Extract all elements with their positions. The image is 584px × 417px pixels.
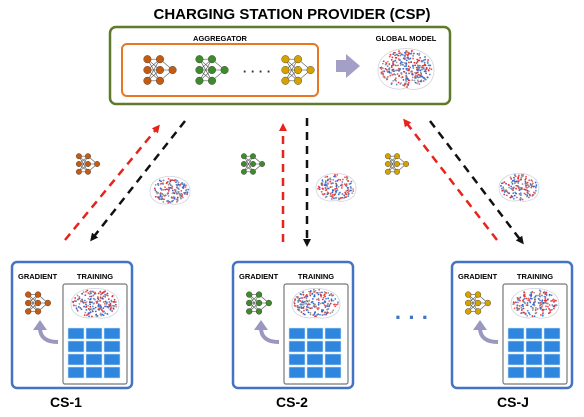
cs-j-training-label: TRAINING <box>517 272 553 281</box>
cs-2-process-arrow-icon <box>259 327 280 344</box>
cs-j-download-arrow <box>429 120 524 245</box>
cs-j-gradient-network-icon <box>465 291 491 315</box>
transmitted-model-icons <box>75 153 540 205</box>
cs-j-station: GRADIENT TRAINING <box>450 260 574 390</box>
cs-j-process-arrowhead-icon <box>473 320 487 330</box>
cs-1-gradient-label: GRADIENT <box>18 272 58 281</box>
cs-1-local-brain-icon <box>70 288 120 319</box>
cs-j-gradient-upload-icon <box>384 153 410 175</box>
cs-1-station: GRADIENT TRAINING <box>10 260 134 390</box>
cs-1-model-download-icon <box>149 176 191 205</box>
cs-2-label: CS-2 <box>276 394 308 410</box>
global-model-label: GLOBAL MODEL <box>376 34 437 43</box>
cs-2-station: GRADIENT TRAINING <box>231 260 355 390</box>
aggregator-network-icon <box>281 55 315 85</box>
cs-1-download-arrow <box>90 120 186 242</box>
cs-1-process-arrow-icon <box>38 327 59 344</box>
global-brain-icon <box>377 48 435 90</box>
cs-2-process-arrowhead-icon <box>254 320 268 330</box>
diagram-title: CHARGING STATION PROVIDER (CSP) <box>154 6 431 23</box>
cs-2-model-download-icon <box>315 173 357 202</box>
cs-1-label: CS-1 <box>50 394 82 410</box>
cs-j-upload-arrow <box>403 118 498 241</box>
cs-j-gradient-label: GRADIENT <box>458 272 498 281</box>
cs-j-model-download-icon <box>498 173 540 202</box>
cs-1-upload-arrow <box>64 124 160 241</box>
aggregator-networks <box>143 55 315 85</box>
communication-arrows <box>64 118 524 247</box>
cs-2-gradient-network-icon <box>246 291 272 315</box>
cs-1-gradient-upload-icon <box>75 153 101 175</box>
cs-2-data-grid-icon <box>288 327 342 379</box>
aggregator-network-icon <box>195 55 229 85</box>
cs-1-data-grid-icon <box>67 327 121 379</box>
cs-j-process-arrow-icon <box>478 327 499 344</box>
cs-1-gradient-network-icon <box>25 291 51 315</box>
cs-1-training-label: TRAINING <box>77 272 113 281</box>
cs-j-label: CS-J <box>497 394 529 410</box>
aggregator-label: AGGREGATOR <box>193 34 247 43</box>
cs-2-training-label: TRAINING <box>298 272 334 281</box>
cs-2-gradient-upload-icon <box>240 153 266 175</box>
cs-j-local-brain-icon <box>510 288 560 319</box>
aggregator-network-icon <box>143 55 177 85</box>
cs-j-data-grid-icon <box>507 327 561 379</box>
aggregate-arrow-icon <box>336 54 360 78</box>
cs-1-process-arrowhead-icon <box>33 320 47 330</box>
cs-2-gradient-label: GRADIENT <box>239 272 279 281</box>
aggregator-ellipsis: · · · · <box>243 64 271 79</box>
stations-ellipsis: · · · <box>395 305 429 330</box>
cs-2-local-brain-icon <box>291 288 341 319</box>
global-model-brain-icon <box>377 48 435 90</box>
